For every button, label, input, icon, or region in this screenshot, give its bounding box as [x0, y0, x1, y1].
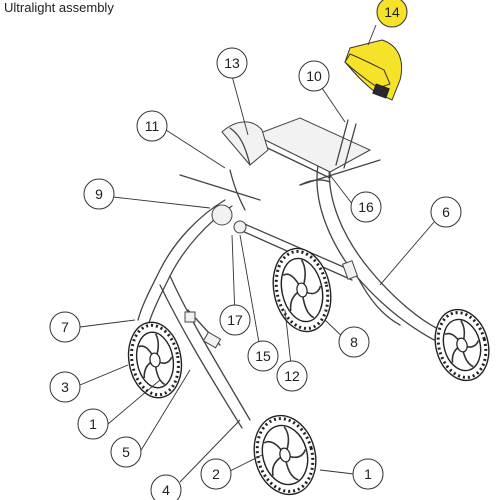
callout-label: 10: [306, 68, 322, 84]
callout-circle: [136, 110, 168, 142]
callout-label: 13: [224, 55, 240, 71]
callout-7: 7: [49, 311, 81, 343]
callout-8: 8: [338, 326, 370, 358]
leader-lines: [79, 24, 435, 483]
callout-6: 6: [430, 196, 462, 228]
callout-11: 11: [136, 110, 168, 142]
callout-circle: [430, 196, 462, 228]
callout-circle: [83, 178, 115, 210]
callout-circle: [77, 408, 109, 440]
front-left-wheel: [253, 414, 317, 496]
callout-17: 17: [219, 304, 251, 336]
callout-15: 15: [247, 340, 279, 372]
callout-label: 3: [61, 379, 69, 395]
right-handle-highlighted: [344, 39, 403, 101]
callout-label: 17: [227, 312, 243, 328]
callout-circle: [219, 304, 251, 336]
callout-10: 10: [298, 60, 330, 92]
callout-3: 3: [49, 371, 81, 403]
callout-circle: [216, 47, 248, 79]
rear-right-wheel: [272, 247, 332, 333]
callout-circle: [49, 371, 81, 403]
callout-circle: [200, 458, 232, 490]
callout-circle: [110, 436, 142, 468]
callout-4: 4: [150, 474, 182, 500]
callout-label: 9: [95, 186, 103, 202]
seat: [253, 117, 372, 173]
diagram-title: Ultralight assembly: [4, 0, 114, 15]
callout-label: 4: [162, 482, 170, 498]
callout-label: 15: [255, 348, 271, 364]
callout-9: 9: [83, 178, 115, 210]
callout-16: 16: [350, 191, 382, 223]
callout-12: 12: [276, 360, 308, 392]
rear-left-wheel: [127, 321, 183, 399]
callout-circle: [150, 474, 182, 500]
front-right-wheel: [434, 308, 490, 382]
callout-label: 16: [358, 199, 374, 215]
callout-circle: [247, 340, 279, 372]
callout-circle: [276, 360, 308, 392]
callout-label: 1: [364, 466, 372, 482]
fold-joint: [211, 204, 233, 226]
callout-label: 1: [89, 416, 97, 432]
callout-label: 6: [442, 204, 450, 220]
callout-label: 5: [122, 444, 130, 460]
callout-1: 1: [77, 408, 109, 440]
callout-5: 5: [110, 436, 142, 468]
callout-circle: [352, 458, 384, 490]
callout-circle: [49, 311, 81, 343]
callout-2: 2: [200, 458, 232, 490]
callout-circle: [338, 326, 370, 358]
callout-label: 2: [212, 466, 220, 482]
callout-14: 14: [376, 0, 408, 28]
callout-circle: [376, 0, 408, 28]
callout-label: 12: [284, 368, 300, 384]
callout-1: 1: [352, 458, 384, 490]
callout-13: 13: [216, 47, 248, 79]
callout-label: 8: [350, 334, 358, 350]
callout-circle: [298, 60, 330, 92]
callout-label: 14: [384, 4, 400, 20]
callout-label: 11: [145, 118, 160, 134]
callout-circle: [350, 191, 382, 223]
left-handle: [221, 121, 269, 166]
callout-label: 7: [61, 319, 69, 335]
